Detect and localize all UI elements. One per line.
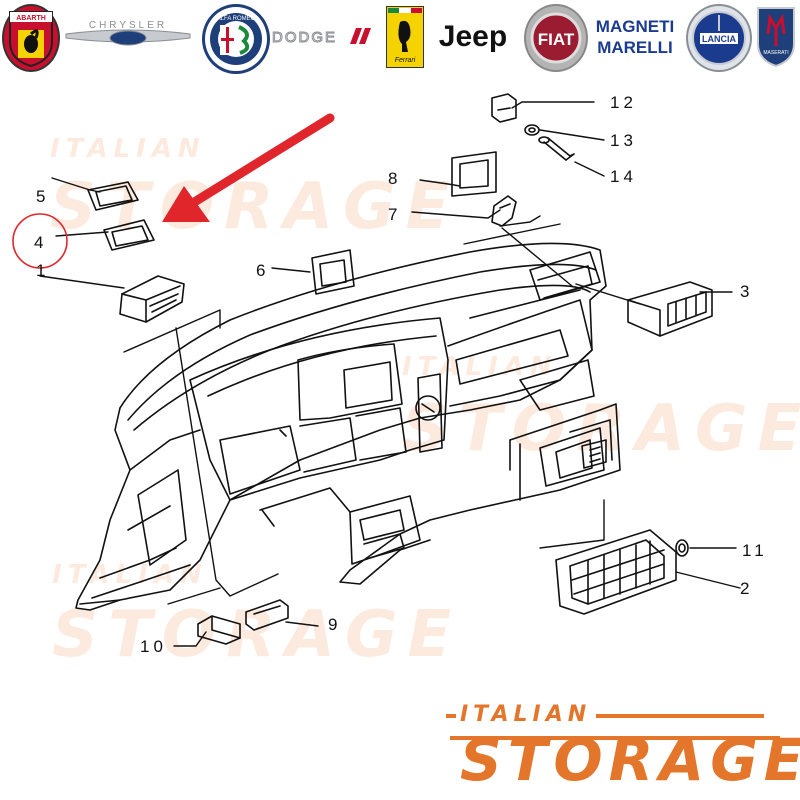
svg-text:CHRYSLER: CHRYSLER [89, 20, 167, 31]
highlight-circle-part-4 [12, 213, 68, 269]
leader-lines [39, 101, 741, 647]
callout-1: 1 [36, 261, 45, 280]
jeep-logo: Jeep [430, 4, 516, 68]
dodge-logo: DODGE [270, 4, 378, 68]
callout-3: 3 [740, 282, 749, 301]
svg-text:DODGE: DODGE [272, 29, 337, 46]
svg-text:MARELLI: MARELLI [597, 38, 673, 57]
lancia-logo: LANCIA [686, 4, 752, 72]
svg-text:LANCIA: LANCIA [702, 34, 736, 44]
logo-line-top-right [596, 714, 764, 718]
ferrari-logo: Ferrari [386, 6, 424, 68]
callout-12: 12 [610, 93, 637, 112]
part-10-switch [197, 615, 241, 645]
svg-text:MASERATI: MASERATI [763, 50, 788, 56]
part-9-switch [245, 599, 289, 631]
italian-storage-logo: ITALIAN STORAGE [440, 700, 800, 800]
part-11-grommet [675, 539, 689, 557]
part-4-trim-frame [103, 219, 155, 251]
svg-text:FIAT: FIAT [538, 30, 575, 49]
callout-2: 2 [740, 579, 749, 598]
svg-text:MAGNETI: MAGNETI [596, 17, 674, 36]
callout-5: 5 [36, 187, 45, 206]
logo-main-text: STORAGE [460, 726, 800, 794]
magneti-marelli-logo: MAGNETI MARELLI [590, 4, 680, 68]
part-7-bracket [491, 195, 517, 227]
part-12-clip [491, 93, 517, 123]
callout-8: 8 [388, 169, 397, 188]
red-arrow-indicator [162, 113, 335, 222]
callout-10: 10 [140, 637, 167, 656]
svg-text:Ferrari: Ferrari [395, 57, 416, 64]
callout-7: 7 [388, 205, 397, 224]
part-6-square-frame [311, 249, 355, 295]
logo-top-text: ITALIAN [460, 702, 592, 727]
part-8-square-frame [451, 151, 497, 197]
callout-6: 6 [256, 261, 265, 280]
svg-text:ALFA ROMEO: ALFA ROMEO [217, 16, 256, 22]
svg-text:Jeep: Jeep [439, 20, 507, 53]
abarth-scorpion-icon: ABARTH [9, 11, 53, 68]
part-5-trim-frame [87, 181, 139, 211]
abarth-logo: ABARTH [2, 4, 60, 72]
callout-4: 4 [34, 233, 43, 252]
callout-13: 13 [610, 131, 637, 150]
logo-line-mid [450, 736, 780, 740]
callout-14: 14 [610, 167, 637, 186]
part-1-side-vent [119, 275, 185, 323]
part-14-screw [538, 136, 575, 161]
part-2-vent-grille [555, 529, 677, 615]
part-3-center-vent [627, 281, 713, 337]
svg-text:ABARTH: ABARTH [16, 15, 46, 22]
alfa-romeo-logo: ALFA ROMEO [202, 4, 270, 74]
callout-9: 9 [328, 615, 337, 634]
part-13-washer [524, 124, 540, 136]
fiat-logo: FIAT [524, 4, 588, 72]
logo-line-top-left [446, 714, 456, 718]
chrysler-logo: CHRYSLER [62, 4, 194, 68]
callout-11: 11 [742, 541, 768, 560]
maserati-logo: MASERATI [754, 4, 798, 68]
dashboard-body [75, 242, 621, 611]
brand-logo-bar: ABARTH CHRYSLER ALFA ROMEO DODGE [0, 0, 800, 74]
